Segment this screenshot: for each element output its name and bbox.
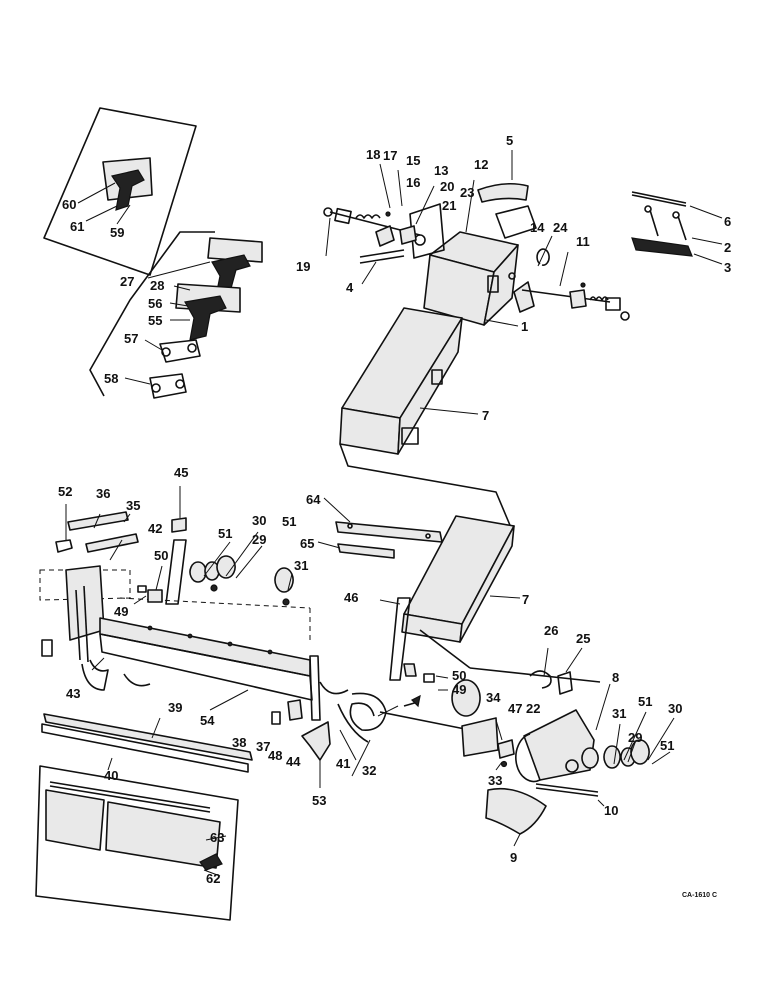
callout-62: 62: [206, 871, 220, 886]
callout-10: 10: [604, 803, 618, 818]
head-assembly: [323, 150, 723, 327]
callout-48: 48: [268, 748, 282, 763]
callout-19: 19: [296, 259, 310, 274]
bearings-left: [189, 531, 294, 606]
callout-47: 47: [508, 701, 522, 716]
callout-5: 5: [506, 133, 513, 148]
callout-12: 12: [474, 157, 488, 172]
callout-57: 57: [124, 331, 138, 346]
callout-25: 25: [576, 631, 590, 646]
callout-61: 61: [70, 219, 84, 234]
callout-50a: 50: [154, 548, 168, 563]
callout-38: 38: [232, 735, 246, 750]
callout-63: 63: [210, 830, 224, 845]
callout-3: 3: [724, 260, 731, 275]
callout-49b: 49: [452, 682, 466, 697]
callout-2: 2: [724, 240, 731, 255]
callout-65: 65: [300, 536, 314, 551]
callout-15: 15: [406, 153, 420, 168]
callout-49a: 49: [114, 604, 128, 619]
callout-37: 37: [256, 739, 270, 754]
callout-labels: 1 2 3 4 5 6 7 7 8 9 10 11 12 13 14 15 16…: [58, 133, 731, 899]
callout-54: 54: [200, 713, 215, 728]
callout-51d: 51: [660, 738, 674, 753]
callout-22: 22: [526, 701, 540, 716]
callout-58: 58: [104, 371, 118, 386]
callout-4: 4: [346, 280, 354, 295]
callout-30a: 30: [252, 513, 266, 528]
callout-41: 41: [336, 756, 350, 771]
lower-panels: [35, 713, 253, 921]
callout-33: 33: [488, 773, 502, 788]
callout-7a: 7: [482, 408, 489, 423]
callout-44: 44: [286, 754, 301, 769]
callout-36: 36: [96, 486, 110, 501]
callout-13: 13: [434, 163, 448, 178]
callout-50b: 50: [452, 668, 466, 683]
callout-16: 16: [406, 175, 420, 190]
callout-53: 53: [312, 793, 326, 808]
callout-35: 35: [126, 498, 140, 513]
callout-60: 60: [62, 197, 76, 212]
callout-32: 32: [362, 763, 376, 778]
callout-24: 24: [553, 220, 568, 235]
inset-panel-left: [89, 231, 263, 399]
callout-29b: 29: [628, 730, 642, 745]
callout-64: 64: [306, 492, 321, 507]
callout-51b: 51: [282, 514, 296, 529]
callout-27: 27: [120, 274, 134, 289]
callout-51a: 51: [218, 526, 232, 541]
callout-20: 20: [440, 179, 454, 194]
callout-40: 40: [104, 768, 118, 783]
callout-31b: 31: [612, 706, 626, 721]
callout-9: 9: [510, 850, 517, 865]
callout-1: 1: [521, 319, 528, 334]
callout-55: 55: [148, 313, 162, 328]
trough-assembly: [39, 539, 499, 777]
callout-29a: 29: [252, 532, 266, 547]
callout-28: 28: [150, 278, 164, 293]
callout-56: 56: [148, 296, 162, 311]
lower-conveyor: [317, 497, 601, 683]
callout-7b: 7: [522, 592, 529, 607]
callout-45: 45: [174, 465, 188, 480]
callout-11: 11: [576, 234, 590, 249]
callout-30b: 30: [668, 701, 682, 716]
callout-51c: 51: [638, 694, 652, 709]
upper-conveyor: [339, 307, 513, 531]
callout-8: 8: [612, 670, 619, 685]
callout-42: 42: [148, 521, 162, 536]
callout-6: 6: [724, 214, 731, 229]
callout-17: 17: [383, 148, 397, 163]
callout-14: 14: [530, 220, 545, 235]
callout-23: 23: [460, 185, 474, 200]
callout-52: 52: [58, 484, 72, 499]
end-housing: [485, 647, 675, 847]
callout-18: 18: [366, 147, 380, 162]
callout-34: 34: [486, 690, 501, 705]
callout-31a: 31: [294, 558, 308, 573]
callout-39: 39: [168, 700, 182, 715]
end-brackets: [55, 486, 449, 788]
callout-43: 43: [66, 686, 80, 701]
inset-panel-top: [43, 107, 197, 276]
callout-26: 26: [544, 623, 558, 638]
callout-21: 21: [442, 198, 456, 213]
callout-46: 46: [344, 590, 358, 605]
drawing-code: CA-1610 C: [682, 892, 717, 899]
callout-59: 59: [110, 225, 124, 240]
